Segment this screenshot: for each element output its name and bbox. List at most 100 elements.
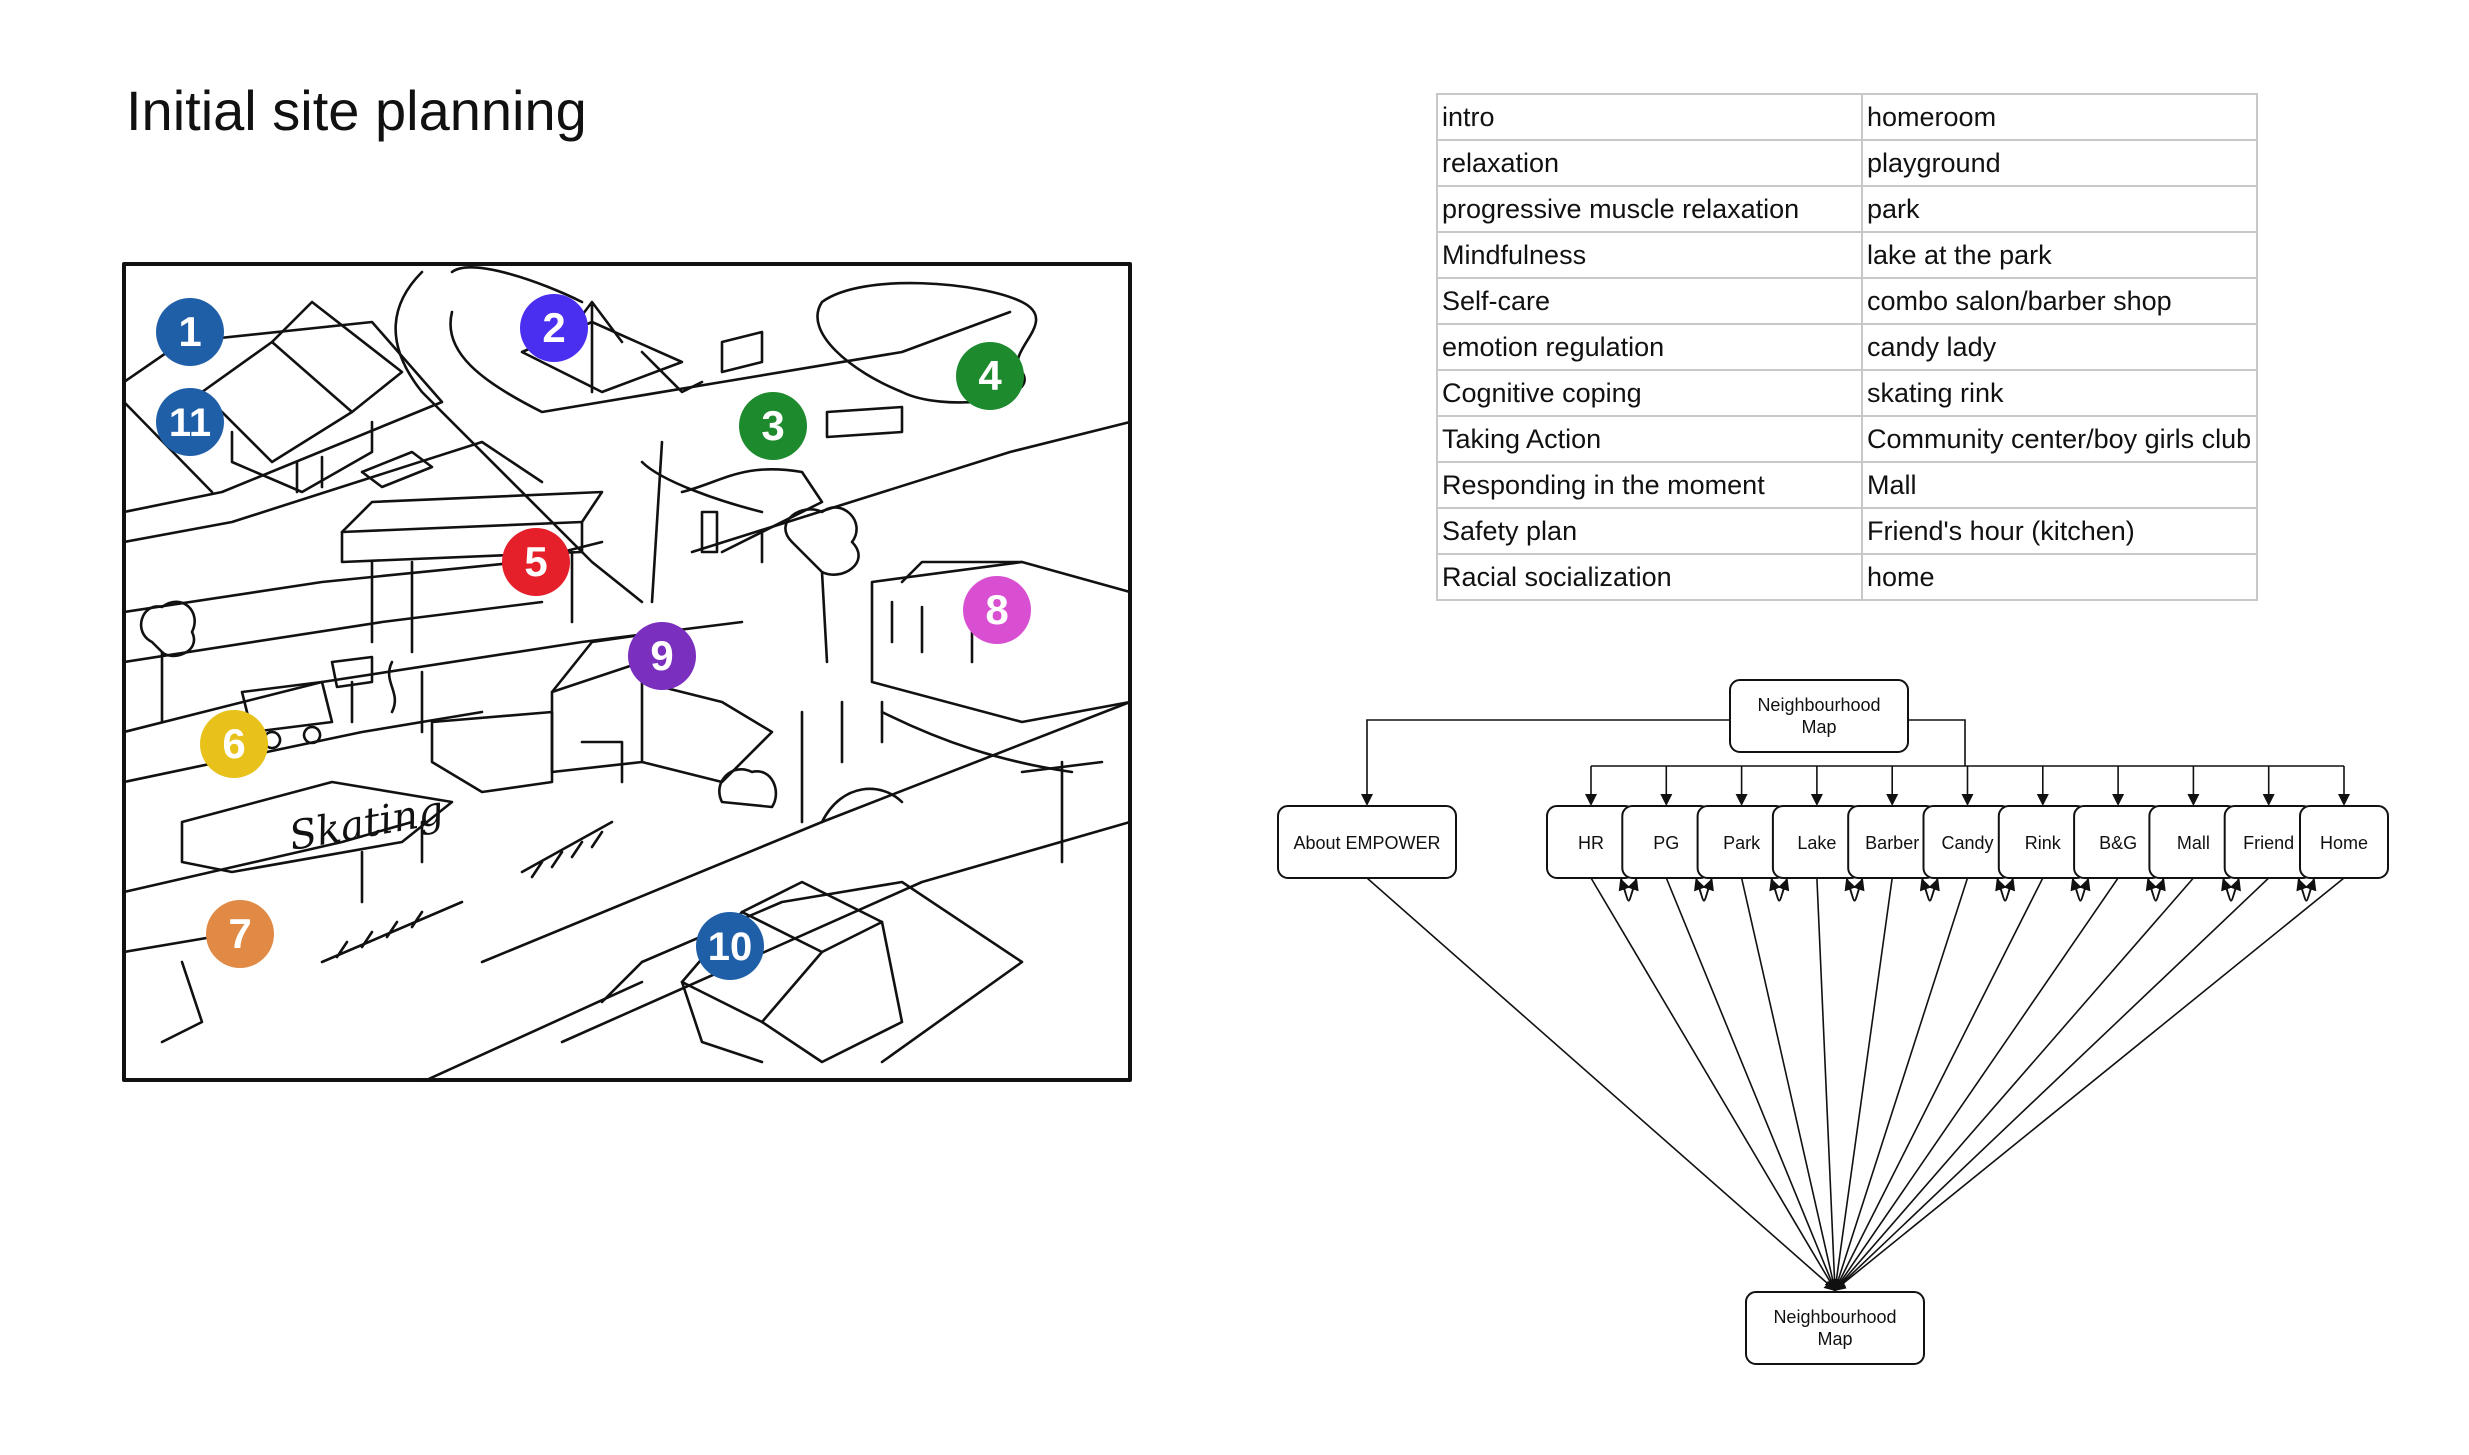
marker-3[interactable]: 3 <box>739 392 807 460</box>
node-label: HR <box>1578 833 1604 853</box>
location-cell: Community center/boy girls club <box>1861 415 2258 463</box>
flowchart-canvas: Neighbourhood Map About EMPOWER HR PG Park… <box>1277 679 2389 1365</box>
marker-7-circle <box>206 900 274 968</box>
topic-cell: emotion regulation <box>1436 323 1863 371</box>
location-cell: homeroom <box>1861 93 2258 141</box>
node-label: Candy <box>1941 833 1993 853</box>
node-label: PG <box>1653 833 1679 853</box>
marker-5[interactable]: 5 <box>502 528 570 596</box>
marker-9[interactable]: 9 <box>628 622 696 690</box>
node-label: Park <box>1723 833 1761 853</box>
node-label: B&G <box>2099 833 2137 853</box>
marker-1-circle <box>156 298 224 366</box>
topic-cell: Self-care <box>1436 277 1863 325</box>
location-cell: park <box>1861 185 2258 233</box>
node-friend[interactable]: Friend <box>2223 805 2314 879</box>
marker-5-circle <box>502 528 570 596</box>
node-lake[interactable]: Lake <box>1771 805 1862 879</box>
neighbourhood-sketch: Skating 1 2 3 4 5 6 7 8 9 10 11 <box>122 262 1132 1082</box>
marker-11-circle <box>156 388 224 456</box>
bottom-node-line1: Neighbourhood <box>1773 1307 1896 1327</box>
node-label: Mall <box>2177 833 2210 853</box>
marker-9-label: 9 <box>650 632 673 679</box>
location-cell: skating rink <box>1861 369 2258 417</box>
marker-7[interactable]: 7 <box>206 900 274 968</box>
top-node-line1: Neighbourhood <box>1757 695 1880 715</box>
marker-4[interactable]: 4 <box>956 342 1024 410</box>
node-label: Friend <box>2243 833 2294 853</box>
marker-10[interactable]: 10 <box>696 912 764 980</box>
marker-11[interactable]: 11 <box>156 388 224 456</box>
topic-cell: Mindfulness <box>1436 231 1863 279</box>
about-node-label: About EMPOWER <box>1293 833 1440 853</box>
marker-9-circle <box>628 622 696 690</box>
marker-7-label: 7 <box>228 910 251 957</box>
marker-2-label: 2 <box>542 304 565 351</box>
marker-5-label: 5 <box>524 538 547 585</box>
navigation-flowchart: Neighbourhood Map About EMPOWER HR PG Park… <box>1260 660 2420 1405</box>
node-home[interactable]: Home <box>2299 805 2389 879</box>
location-cell: Friend's hour (kitchen) <box>1861 507 2258 555</box>
topic-cell: Safety plan <box>1436 507 1863 555</box>
marker-6[interactable]: 6 <box>200 710 268 778</box>
topic-cell: progressive muscle relaxation <box>1436 185 1863 233</box>
node-park[interactable]: Park <box>1696 805 1787 879</box>
marker-2-circle <box>520 294 588 362</box>
marker-10-circle <box>696 912 764 980</box>
location-cell: Mall <box>1861 461 2258 509</box>
topic-cell: Cognitive coping <box>1436 369 1863 417</box>
location-cell: lake at the park <box>1861 231 2258 279</box>
marker-3-label: 3 <box>761 402 784 449</box>
sketch-canvas: Skating 1 2 3 4 5 6 7 8 9 10 11 <box>122 262 1132 1082</box>
marker-1-label: 1 <box>178 308 201 355</box>
location-cell: playground <box>1861 139 2258 187</box>
marker-10-label: 10 <box>708 925 753 969</box>
marker-6-circle <box>200 710 268 778</box>
node-label: Rink <box>2025 833 2062 853</box>
node-rink[interactable]: Rink <box>1997 805 2088 879</box>
location-cell: candy lady <box>1861 323 2258 371</box>
marker-11-label: 11 <box>169 401 211 445</box>
node-mall[interactable]: Mall <box>2148 805 2239 879</box>
marker-4-circle <box>956 342 1024 410</box>
bottom-neighbourhood-map-node[interactable]: Neighbourhood Map <box>1745 1291 1925 1365</box>
marker-8[interactable]: 8 <box>963 576 1031 644</box>
node-barber[interactable]: Barber <box>1847 805 1938 879</box>
marker-1[interactable]: 1 <box>156 298 224 366</box>
topic-cell: intro <box>1436 93 1863 141</box>
node-label: Home <box>2320 833 2368 853</box>
location-cell: combo salon/barber shop <box>1861 277 2258 325</box>
node-box <box>2299 805 2389 879</box>
node-hr[interactable]: HR <box>1546 805 1636 879</box>
marker-3-circle <box>739 392 807 460</box>
top-neighbourhood-map-node[interactable]: Neighbourhood Map <box>1729 679 1909 753</box>
top-node-line2: Map <box>1801 717 1836 737</box>
node-label: Lake <box>1797 833 1836 853</box>
bottom-node-line2: Map <box>1817 1329 1852 1349</box>
topic-cell: Taking Action <box>1436 415 1863 463</box>
about-empower-node[interactable]: About EMPOWER <box>1277 805 1457 879</box>
topic-cell: Responding in the moment <box>1436 461 1863 509</box>
marker-2[interactable]: 2 <box>520 294 588 362</box>
node-candy[interactable]: Candy <box>1922 805 2013 879</box>
marker-8-label: 8 <box>985 586 1008 633</box>
node-label: Barber <box>1865 833 1919 853</box>
topic-cell: relaxation <box>1436 139 1863 187</box>
topic-cell: Racial socialization <box>1436 553 1863 601</box>
location-cell: home <box>1861 553 2258 601</box>
marker-8-circle <box>963 576 1031 644</box>
marker-6-label: 6 <box>222 720 245 767</box>
page-title: Initial site planning <box>126 79 587 142</box>
marker-4-label: 4 <box>978 352 1002 399</box>
